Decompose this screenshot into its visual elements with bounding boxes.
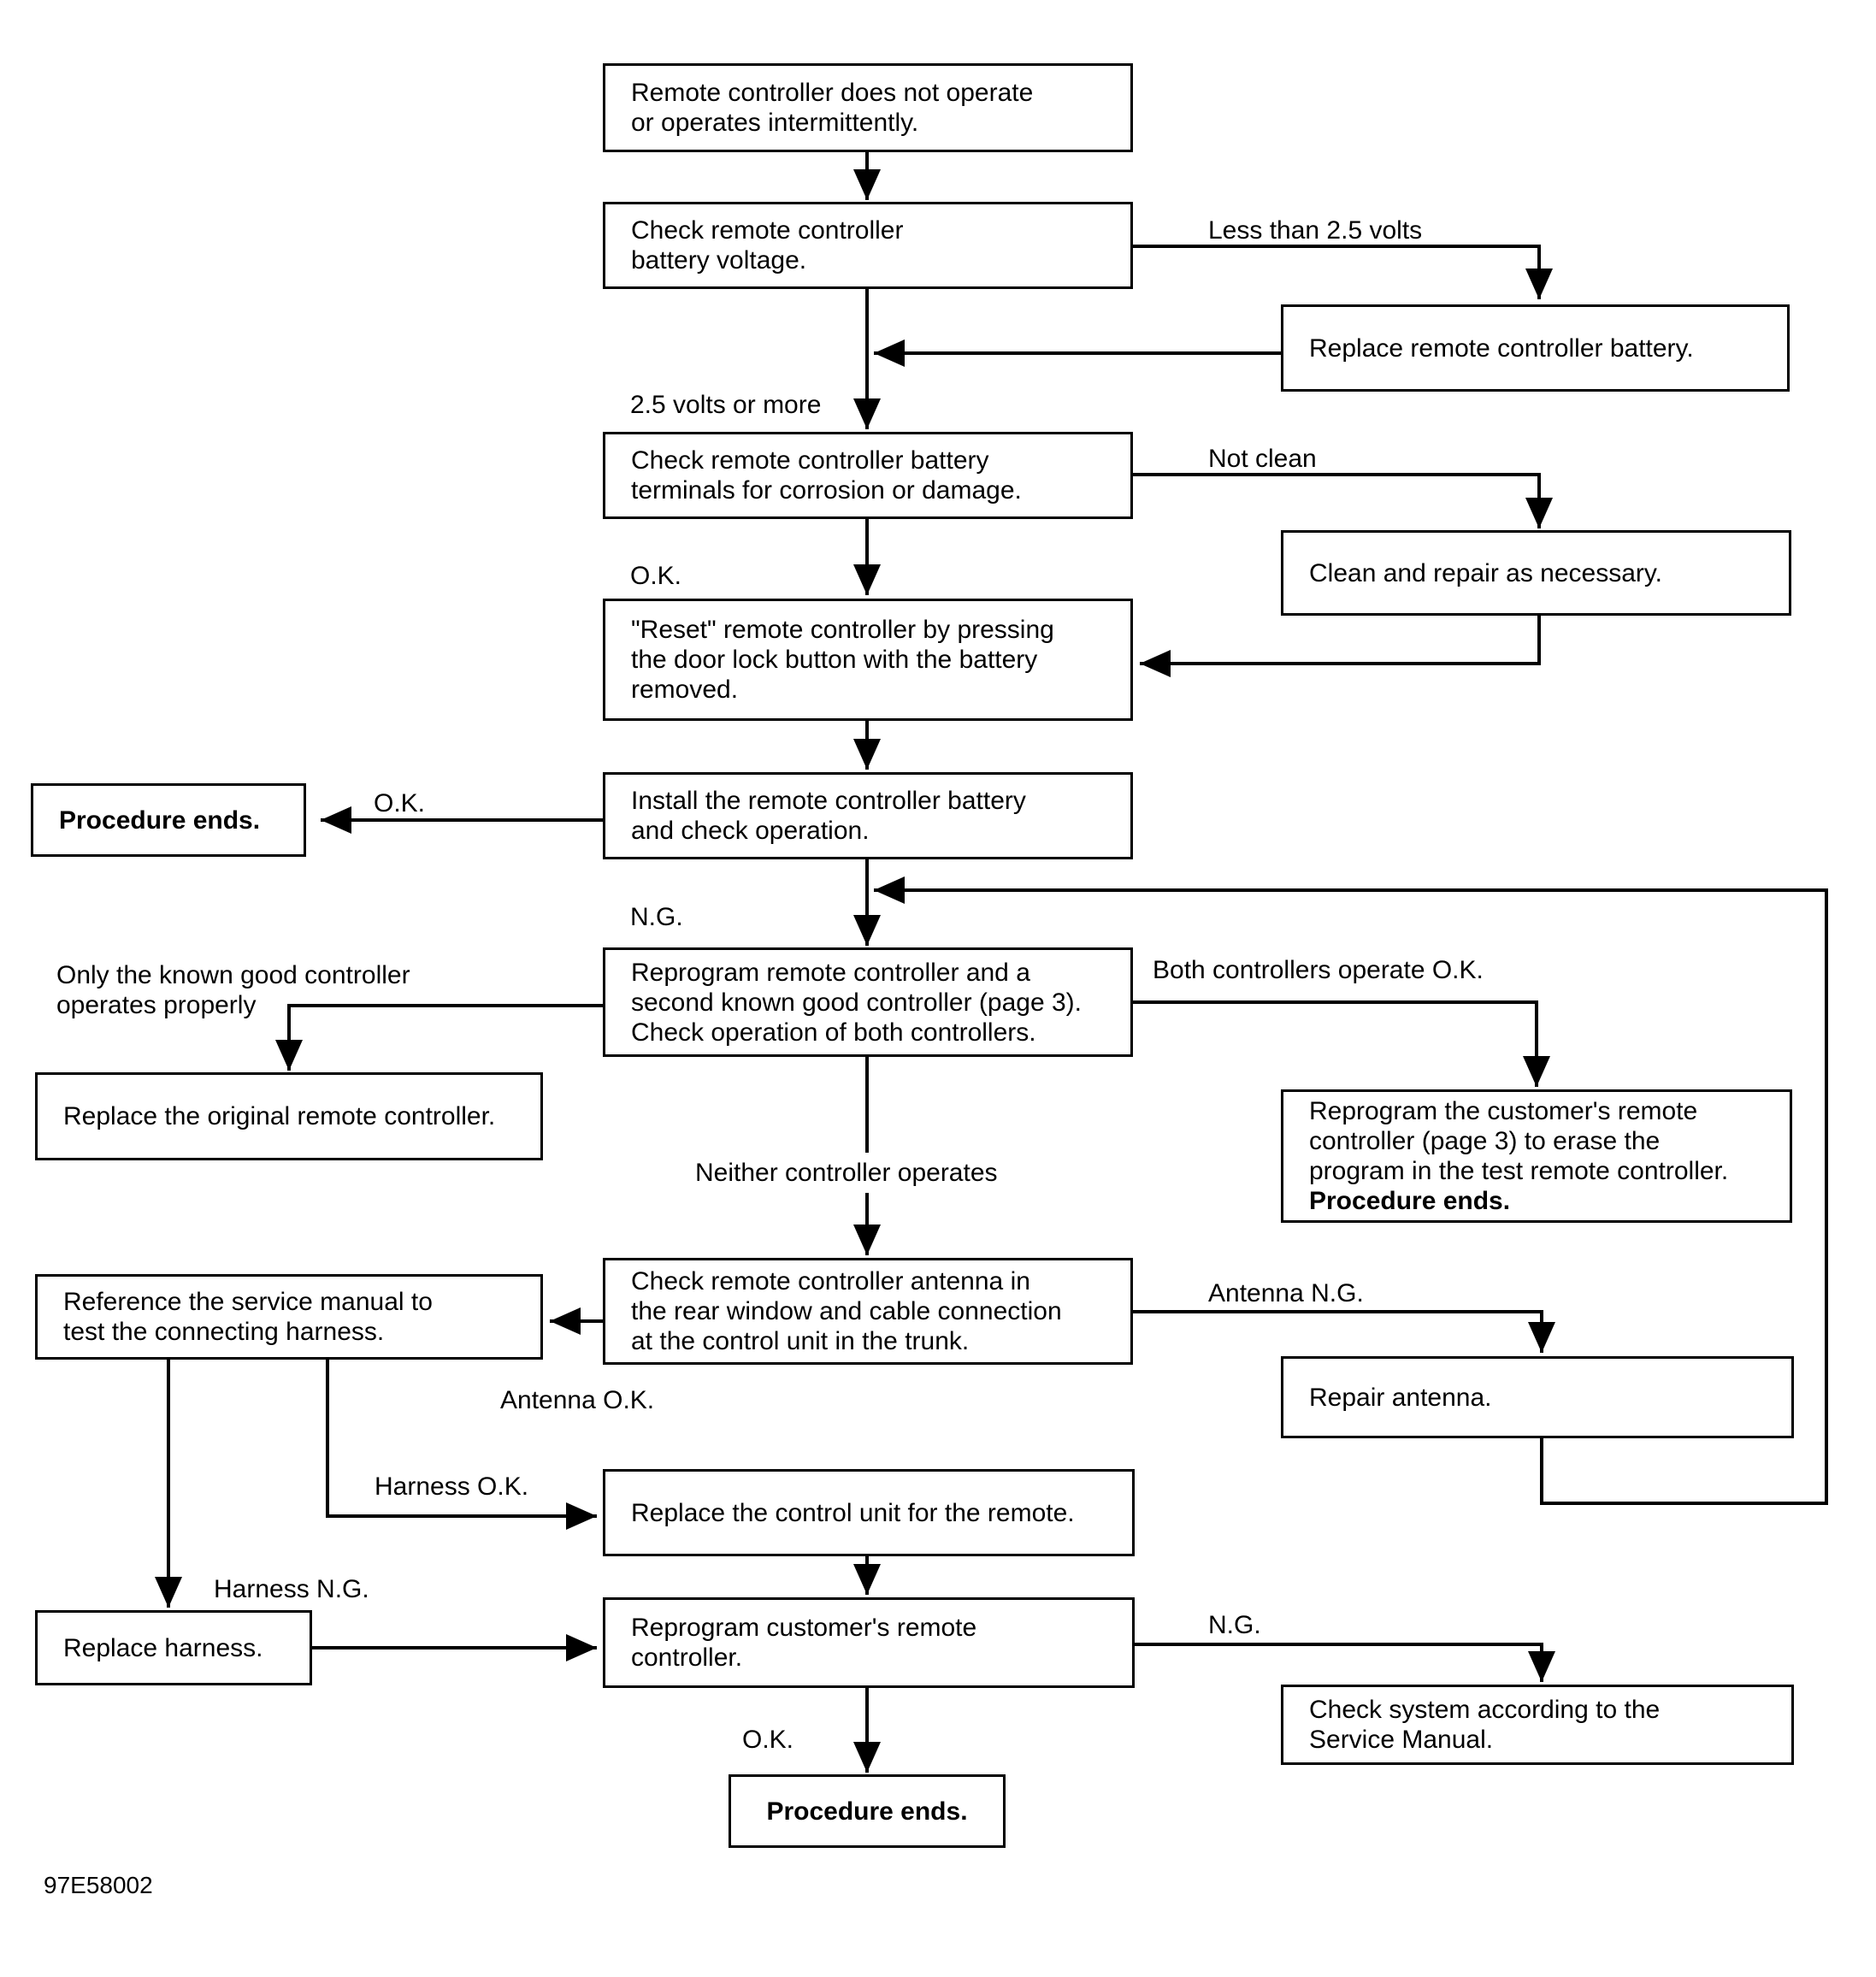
procedure-ends-text-1: Procedure ends. — [59, 806, 261, 835]
replace-original-box: Replace the original remote controller. — [35, 1072, 543, 1160]
reset-text: "Reset" remote controller by pressing th… — [631, 616, 1054, 704]
reference-manual-text: Reference the service manual to test the… — [63, 1288, 433, 1346]
check-voltage-box: Check remote controller battery voltage. — [603, 202, 1133, 289]
label-harness-ok: Harness O.K. — [375, 1472, 529, 1501]
check-system-box: Check system according to the Service Ma… — [1281, 1685, 1794, 1765]
start-box-text: Remote controller does not operate or op… — [631, 79, 1034, 137]
arrow-repair-loop-back — [874, 876, 1828, 1505]
label-ng-2: N.G. — [1208, 1611, 1261, 1639]
label-ok-3: O.K. — [742, 1726, 794, 1754]
label-less-than: Less than 2.5 volts — [1208, 216, 1423, 245]
replace-control-unit-box: Replace the control unit for the remote. — [603, 1469, 1135, 1556]
label-more-than: 2.5 volts or more — [630, 391, 822, 419]
reprogram-erase-body: Reprogram the customer's remote controll… — [1309, 1097, 1729, 1185]
label-ok-2: O.K. — [374, 789, 426, 817]
arrow-reprogram-to-replace-original — [275, 1004, 603, 1071]
repair-antenna-box: Repair antenna. — [1281, 1356, 1794, 1438]
reprogram-erase-box: Reprogram the customer's remote controll… — [1281, 1089, 1792, 1223]
arrow-reprogram-to-erase — [1133, 1000, 1550, 1087]
label-ok-1: O.K. — [630, 562, 682, 590]
procedure-ends-box-2: Procedure ends. — [729, 1774, 1006, 1848]
replace-original-text: Replace the original remote controller. — [63, 1102, 496, 1130]
label-antenna-ng: Antenna N.G. — [1208, 1279, 1364, 1307]
replace-harness-box: Replace harness. — [35, 1610, 312, 1685]
check-terminals-text: Check remote controller battery terminal… — [631, 446, 1022, 505]
replace-battery-text: Replace remote controller battery. — [1309, 333, 1694, 363]
reprogram-customer-box: Reprogram customer's remote controller. — [603, 1597, 1135, 1688]
procedure-ends-box-1: Procedure ends. — [31, 783, 306, 857]
procedure-ends-text-2: Procedure ends. — [766, 1797, 968, 1826]
reset-box: "Reset" remote controller by pressing th… — [603, 599, 1133, 721]
repair-antenna-text: Repair antenna. — [1309, 1383, 1492, 1412]
install-battery-box: Install the remote controller battery an… — [603, 772, 1133, 859]
label-not-clean: Not clean — [1208, 445, 1317, 473]
check-terminals-box: Check remote controller battery terminal… — [603, 432, 1133, 519]
clean-repair-text: Clean and repair as necessary. — [1309, 558, 1662, 587]
replace-harness-text: Replace harness. — [63, 1633, 263, 1662]
arrow-antenna-to-repair — [1133, 1310, 1555, 1353]
clean-repair-box: Clean and repair as necessary. — [1281, 530, 1791, 616]
arrow-voltage-to-replace — [1133, 245, 1553, 299]
arrow-terminals-to-clean — [1133, 473, 1553, 528]
check-antenna-text: Check remote controller antenna in the r… — [631, 1267, 1062, 1355]
arrow-reprogram-to-check-system — [1133, 1643, 1555, 1682]
reference-manual-box: Reference the service manual to test the… — [35, 1274, 543, 1360]
arrow-clean-to-reset — [1140, 616, 1541, 677]
reprogram-erase-text: Reprogram the customer's remote controll… — [1309, 1066, 1728, 1246]
replace-battery-box: Replace remote controller battery. — [1281, 304, 1790, 392]
arrow-reference-to-control-unit — [326, 1360, 597, 1530]
label-harness-ng: Harness N.G. — [214, 1575, 369, 1603]
check-system-text: Check system according to the Service Ma… — [1309, 1696, 1661, 1754]
check-antenna-box: Check remote controller antenna in the r… — [603, 1258, 1133, 1365]
reprogram-customer-text: Reprogram customer's remote controller. — [631, 1614, 977, 1672]
label-neither: Neither controller operates — [695, 1159, 998, 1187]
label-both-ok: Both controllers operate O.K. — [1153, 956, 1484, 984]
reprogram-both-box: Reprogram remote controller and a second… — [603, 947, 1133, 1057]
label-ng-1: N.G. — [630, 903, 683, 931]
label-only-known-good: Only the known good controller operates … — [56, 961, 410, 1019]
label-antenna-ok: Antenna O.K. — [500, 1386, 655, 1414]
figure-id: 97E58002 — [44, 1872, 153, 1898]
reprogram-both-text: Reprogram remote controller and a second… — [631, 958, 1082, 1047]
reprogram-erase-ends: Procedure ends. — [1309, 1187, 1511, 1215]
install-battery-text: Install the remote controller battery an… — [631, 787, 1026, 845]
start-box: Remote controller does not operate or op… — [603, 63, 1133, 152]
check-voltage-text: Check remote controller battery voltage. — [631, 216, 904, 274]
replace-control-unit-text: Replace the control unit for the remote. — [631, 1498, 1075, 1527]
